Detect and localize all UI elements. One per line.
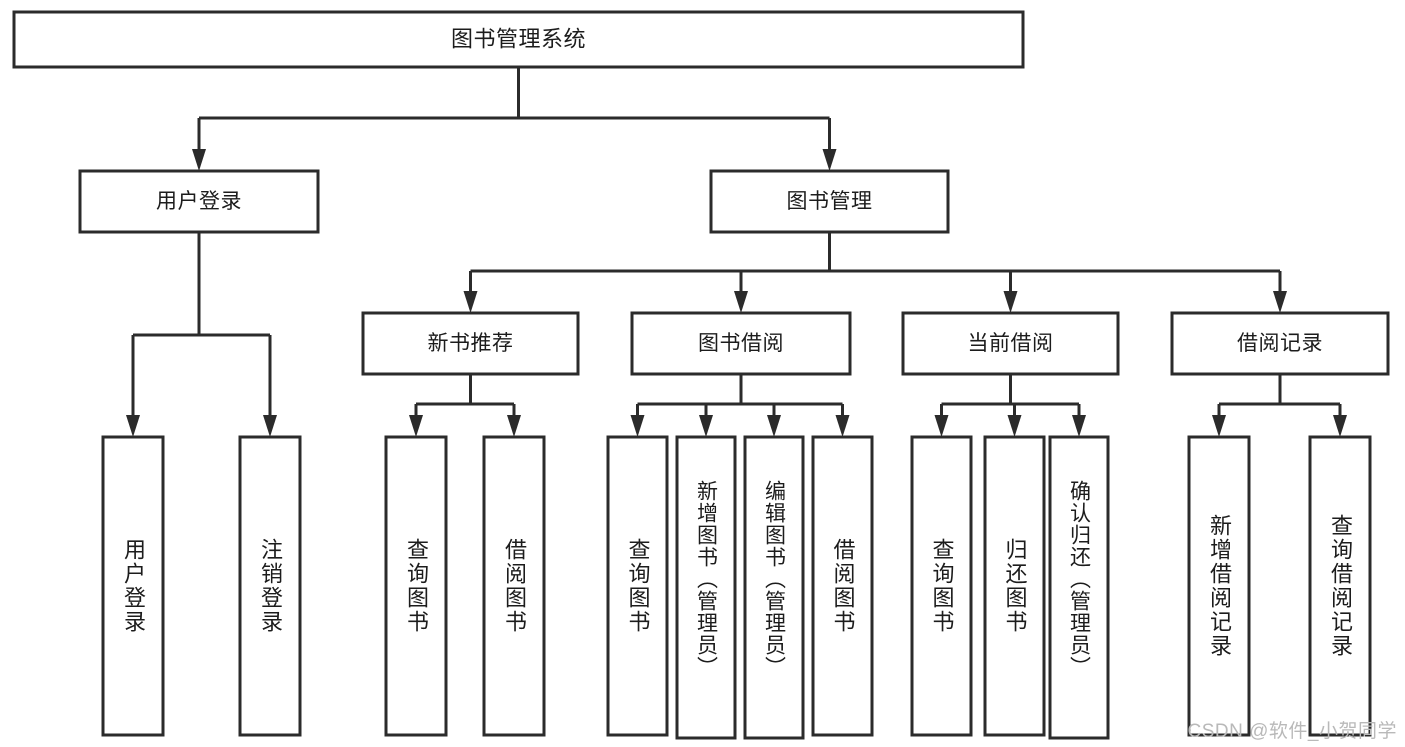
leaf-leaf-add-record[interactable] <box>1187 435 1251 737</box>
node-current-borrow[interactable]: 当前借阅 <box>901 311 1120 376</box>
node-label: 当前借阅 <box>968 332 1054 355</box>
leaf-box <box>811 435 874 737</box>
node-label: 用户登录 <box>156 190 242 213</box>
leaf-box <box>1187 435 1251 737</box>
node-user-login[interactable]: 用户登录 <box>78 169 320 234</box>
node-box <box>361 311 580 376</box>
node-borrow-record[interactable]: 借阅记录 <box>1170 311 1390 376</box>
leaf-leaf-query-book-3[interactable] <box>910 435 973 737</box>
leaf-box <box>606 435 669 737</box>
arrow-head <box>1072 415 1086 437</box>
node-label: 新书推荐 <box>428 332 514 355</box>
arrow-head <box>1003 291 1018 313</box>
arrow-head <box>734 291 748 313</box>
arrow-head <box>507 415 521 437</box>
node-box <box>901 311 1120 376</box>
arrow-head <box>767 415 781 437</box>
leaf-box <box>101 435 165 737</box>
node-box <box>630 311 852 376</box>
arrow-head <box>835 415 850 437</box>
node-label: 图书借阅 <box>698 332 784 355</box>
leaf-leaf-confirm-return[interactable] <box>1048 435 1110 740</box>
leaf-box <box>1308 435 1372 737</box>
arrow-head <box>1333 415 1347 437</box>
leaf-box <box>238 435 302 737</box>
node-book-manage[interactable]: 图书管理 <box>709 169 950 234</box>
node-label: 图书管理系统 <box>451 26 586 51</box>
leaf-leaf-user-logout[interactable] <box>238 435 302 737</box>
node-book-borrow[interactable]: 图书借阅 <box>630 311 852 376</box>
node-box <box>78 169 320 234</box>
leaf-box <box>384 435 448 737</box>
arrow-head <box>630 415 645 437</box>
leaf-box <box>1048 435 1110 740</box>
leaf-leaf-query-record[interactable] <box>1308 435 1372 737</box>
arrow-head <box>822 149 837 171</box>
leaf-leaf-return-book[interactable] <box>983 435 1046 737</box>
leaf-leaf-user-login[interactable] <box>101 435 165 737</box>
node-label: 图书管理 <box>787 190 873 213</box>
leaf-box <box>743 435 805 740</box>
leaf-box <box>910 435 973 737</box>
node-new-book-rec[interactable]: 新书推荐 <box>361 311 580 376</box>
leaf-leaf-query-book-1[interactable] <box>384 435 448 737</box>
node-box <box>12 10 1025 69</box>
arrow-head <box>263 415 277 437</box>
node-label: 借阅记录 <box>1237 332 1323 355</box>
leaf-box <box>983 435 1046 737</box>
arrow-head <box>192 149 206 171</box>
leaf-box <box>675 435 737 740</box>
node-box <box>1170 311 1390 376</box>
arrow-head <box>126 415 140 437</box>
leaf-box <box>482 435 546 737</box>
arrow-head <box>934 415 949 437</box>
leaf-leaf-add-book[interactable] <box>675 435 737 740</box>
leaf-leaf-borrow-book-2[interactable] <box>811 435 874 737</box>
connector-group <box>126 67 1347 437</box>
node-box <box>709 169 950 234</box>
watermark-text: CSDN @软件_小贺同学 <box>1187 721 1397 742</box>
arrow-head <box>1273 291 1287 313</box>
arrow-head <box>409 415 423 437</box>
arrow-head <box>1212 415 1226 437</box>
leaf-leaf-borrow-book-1[interactable] <box>482 435 546 737</box>
arrow-head <box>463 291 478 313</box>
arrow-head <box>1007 415 1022 437</box>
leaf-leaf-query-book-2[interactable] <box>606 435 669 737</box>
arrow-head <box>699 415 713 437</box>
leaf-leaf-edit-book[interactable] <box>743 435 805 740</box>
node-root[interactable]: 图书管理系统 <box>12 10 1025 69</box>
